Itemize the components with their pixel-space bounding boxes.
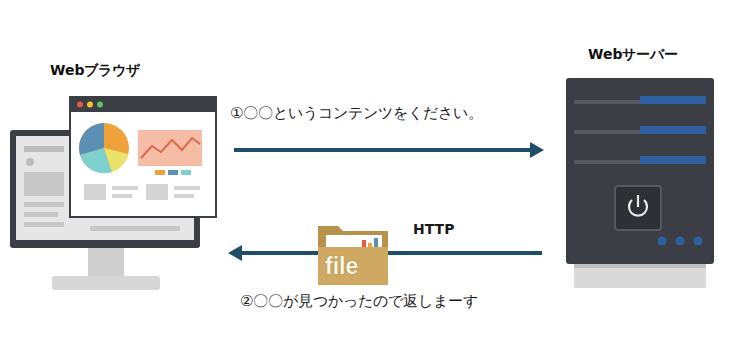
folder-label: file [323, 253, 360, 280]
edge-label: ②〇〇が見つかったので返しまーす [238, 292, 480, 311]
server-illustration [566, 78, 714, 288]
arrow-line [240, 251, 542, 255]
edge-label: ①〇〇というコンテンツをください。 [228, 104, 485, 123]
folder-icon [318, 226, 388, 285]
node-heading: Webサーバー [588, 46, 678, 64]
browser-window-illustration [70, 97, 216, 217]
arrow-connector [234, 142, 544, 158]
arrow-head [228, 245, 242, 261]
protocol-label: HTTP [411, 221, 456, 237]
arrow-head [530, 142, 544, 158]
browser-node: Webブラウザ [8, 56, 222, 292]
arrow-line [234, 148, 532, 152]
node-heading: Webブラウザ [50, 62, 140, 80]
server-node: Webサーバー [548, 40, 720, 292]
